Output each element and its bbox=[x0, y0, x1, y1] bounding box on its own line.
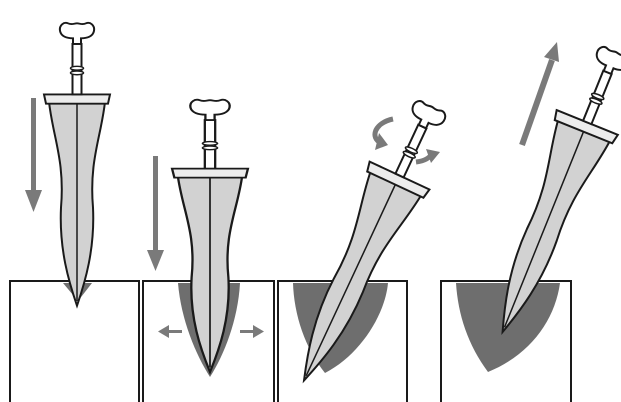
cut-region-4 bbox=[456, 283, 560, 372]
panel-1 bbox=[9, 21, 140, 402]
left-arrow-icon bbox=[158, 325, 182, 338]
panel-3 bbox=[273, 91, 463, 402]
rotation-arrow-icon bbox=[372, 116, 440, 165]
down-arrow-icon bbox=[147, 156, 164, 271]
panel-2 bbox=[142, 98, 275, 402]
panel-4 bbox=[440, 38, 621, 402]
down-arrow-icon bbox=[25, 98, 42, 212]
dagger-icon bbox=[43, 21, 111, 307]
right-arrow-icon bbox=[240, 325, 264, 338]
up-right-arrow-icon bbox=[519, 42, 559, 146]
